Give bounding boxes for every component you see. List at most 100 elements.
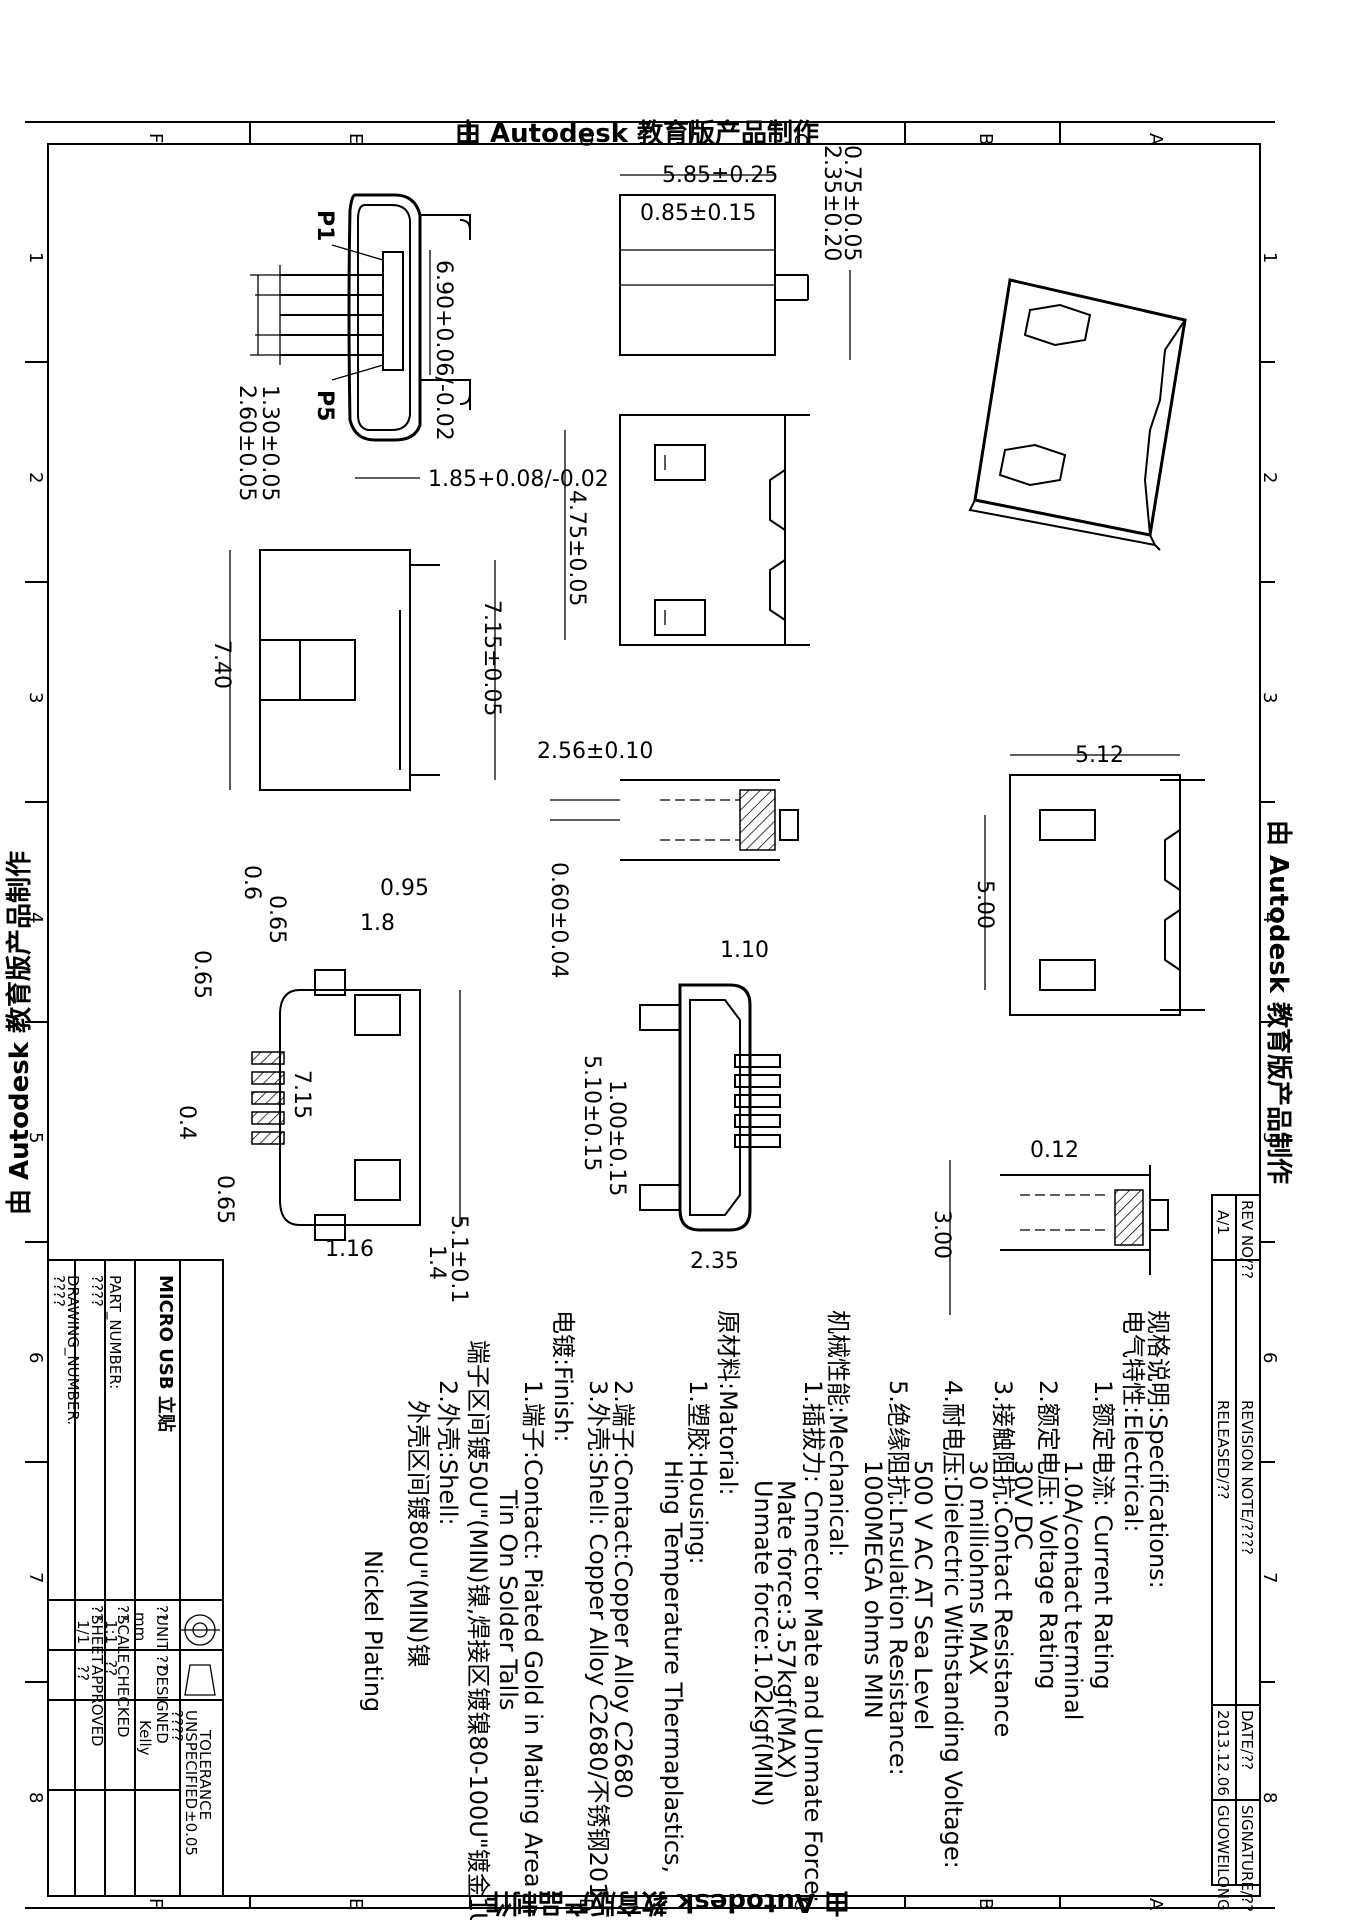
approved-label: APPROVED <box>88 1665 106 1747</box>
checked-label: CHECKED <box>114 1665 132 1738</box>
dim-6-90: 6.90+0.06/-0.02 <box>431 260 456 441</box>
zone-letter: A <box>1145 1898 1166 1911</box>
spec-line: 1.塑胶:Housing: <box>684 1380 712 1565</box>
checked-q: ?? <box>102 1660 120 1676</box>
zone-number: 4 <box>1259 912 1280 923</box>
plan-view-right: 5.12 5.00 <box>972 743 1205 1016</box>
dim-5-10: 5.10±0.15 <box>579 1055 604 1171</box>
spec-line: 规格说明:Specifications: <box>1144 1310 1172 1589</box>
revision-note-value: RELEASED/?? <box>1214 1400 1232 1500</box>
signature-header: SIGNATURE/?? <box>1238 1805 1256 1912</box>
spec-line: 2.额定电压: Voltage Rating <box>1034 1380 1062 1690</box>
zone-number: 7 <box>25 1572 46 1583</box>
sheet-value: 1/1 <box>74 1620 92 1644</box>
sheet-q: ?? <box>88 1605 106 1621</box>
approved-q: ?? <box>74 1665 92 1681</box>
zone-letter: C <box>790 133 811 146</box>
zone-letter: A <box>1145 133 1166 146</box>
spec-line: 5.绝缘阻抗:Lnsulation Resistance: <box>884 1380 912 1776</box>
specifications: 规格说明:Specifications: 电气特性:Electrical: 1.… <box>359 1310 1172 1920</box>
unit-value: mm <box>131 1612 149 1641</box>
isometric-view <box>968 278 1187 551</box>
zone-number: 5 <box>25 1132 46 1143</box>
dim-7-40: 7.40 <box>209 640 234 689</box>
part-number-value: ???? <box>88 1275 106 1307</box>
zone-number: 3 <box>25 692 46 703</box>
spec-line: Nickel Plating <box>359 1550 387 1712</box>
dim-0-65c: 0.65 <box>212 1175 237 1224</box>
spec-line: Unmate force:1.02kgf(MIN) <box>749 1480 777 1807</box>
dim-0-65b: 0.65 <box>189 950 214 999</box>
tolerance-extra: ???? <box>168 1710 186 1742</box>
right-section-view: 0.12 3.00 <box>929 1138 1169 1315</box>
zone-number: 1 <box>25 252 46 263</box>
footprint-view: 0.6 0.95 0.65 1.8 0.65 7.15 0.4 0.65 1.1… <box>174 865 471 1303</box>
zone-letter: F <box>145 133 166 143</box>
dim-7-15a: 7.15±0.05 <box>479 600 504 716</box>
spec-line: 外壳区间镀80U"(MIN)镍 <box>404 1400 432 1668</box>
part-number-label: PART_NUMBER: <box>105 1275 124 1389</box>
dim-1-10: 1.10 <box>720 938 769 963</box>
zone-letter: B <box>975 1898 996 1910</box>
dim-0-6: 0.6 <box>239 865 264 900</box>
dim-5-12: 5.12 <box>1075 743 1124 768</box>
drawing-number-label: DRAWING_NUMBER: <box>63 1275 82 1425</box>
spec-line: 电镀:Finish: <box>549 1310 577 1443</box>
back-face-view: 1.10 5.10±0.15 1.00±0.15 2.35 <box>579 938 781 1274</box>
dim-5-1: 5.1±0.1 <box>446 1215 471 1303</box>
spec-line: 1.端子:Contact: Piated Gold in Mating Area <box>519 1380 547 1888</box>
dim-1-4: 1.4 <box>424 1245 449 1280</box>
sheet-border <box>25 121 1275 1909</box>
spec-line: Tin On Solder Talls <box>494 1489 522 1710</box>
zone-letter: E <box>345 1898 366 1909</box>
spec-line: 原材料:Matorial: <box>714 1310 742 1496</box>
title-block: TOLERANCE UNSPECIFIED ???? ±0.05 UNIT ??… <box>47 1259 224 1897</box>
dim-0-95: 0.95 <box>380 876 429 901</box>
spec-line: 30V DC <box>1009 1460 1037 1550</box>
dim-2-35b: 2.35 <box>690 1249 739 1274</box>
spec-line: 机械性能:Mechanical: <box>824 1310 852 1557</box>
spec-line: 3.外壳:Shell: Copper Alloy C2680/不锈钢201 <box>584 1380 612 1897</box>
dim-2-35: 2.35±0.20 <box>819 145 844 261</box>
spec-line: 电气特性:Electrical: <box>1119 1310 1147 1532</box>
unit-q: ?? <box>153 1605 171 1621</box>
spec-line: 1.0A/contact terminal <box>1059 1460 1087 1720</box>
dim-0-60: 0.60±0.04 <box>546 862 571 978</box>
top-plan-view: 4.75±0.05 <box>564 414 810 646</box>
zone-letters: F E D C B A F E D C B A <box>145 133 1166 1912</box>
zone-letter: F <box>145 1898 166 1908</box>
section-view: 2.56±0.10 0.60±0.04 <box>537 739 799 978</box>
zone-letter: E <box>345 133 366 144</box>
revision-note-header: REVISION NOTE/???? <box>1238 1400 1256 1555</box>
spec-line: Mate force:3.57kgf(MAX) <box>772 1480 800 1779</box>
spec-line: 2.端子:Contact:Copper Alloy C2680 <box>609 1380 637 1799</box>
tolerance-value: UNSPECIFIED <box>182 1710 200 1809</box>
dim-2-56: 2.56±0.10 <box>537 739 653 764</box>
zone-numbers: 1 2 3 4 5 6 7 8 1 2 3 4 5 6 7 8 <box>25 252 1280 1803</box>
zone-number: 5 <box>1259 1132 1280 1143</box>
front-face-view: P1 P5 6.90+0.06/-0.02 1.85+0.08/-0.02 1.… <box>234 193 609 501</box>
dim-5-85: 5.85±0.25 <box>662 163 778 188</box>
dim-0-75: 0.75±0.05 <box>839 145 864 261</box>
watermark-bottom: 由 Autodesk 教育版产品制作 <box>486 1887 850 1918</box>
rev-value: A/1 <box>1214 1210 1232 1235</box>
zone-number: 8 <box>1259 1792 1280 1803</box>
designed-by: Kelly <box>136 1720 154 1756</box>
drawing-title: MICRO USB 立贴 <box>155 1275 177 1432</box>
signature-value: GUOWEILONG <box>1214 1805 1232 1911</box>
zone-number: 2 <box>25 472 46 483</box>
dim-1-16: 1.16 <box>325 1237 374 1262</box>
spec-line: 4.耐电压:Dielectric Withstanding Voltage: <box>939 1380 967 1869</box>
designed-q: ?? <box>153 1655 171 1671</box>
date-value: 2013.12.06 <box>1214 1710 1232 1796</box>
dim-7-15b: 7.15 <box>289 1070 314 1119</box>
zone-number: 7 <box>1259 1572 1280 1583</box>
spec-line: 1.额定电流: Current Rating <box>1089 1380 1117 1690</box>
dim-4-75: 4.75±0.05 <box>564 490 589 606</box>
dim-1-8: 1.8 <box>360 911 395 936</box>
zone-letter: B <box>975 133 996 145</box>
spec-line: 端子区间镀50U"(MIN)镍,焊接区镀镍80-100U"镀金1U" <box>464 1340 492 1920</box>
dim-0-4: 0.4 <box>174 1105 199 1140</box>
zone-letter: C <box>790 1898 811 1911</box>
